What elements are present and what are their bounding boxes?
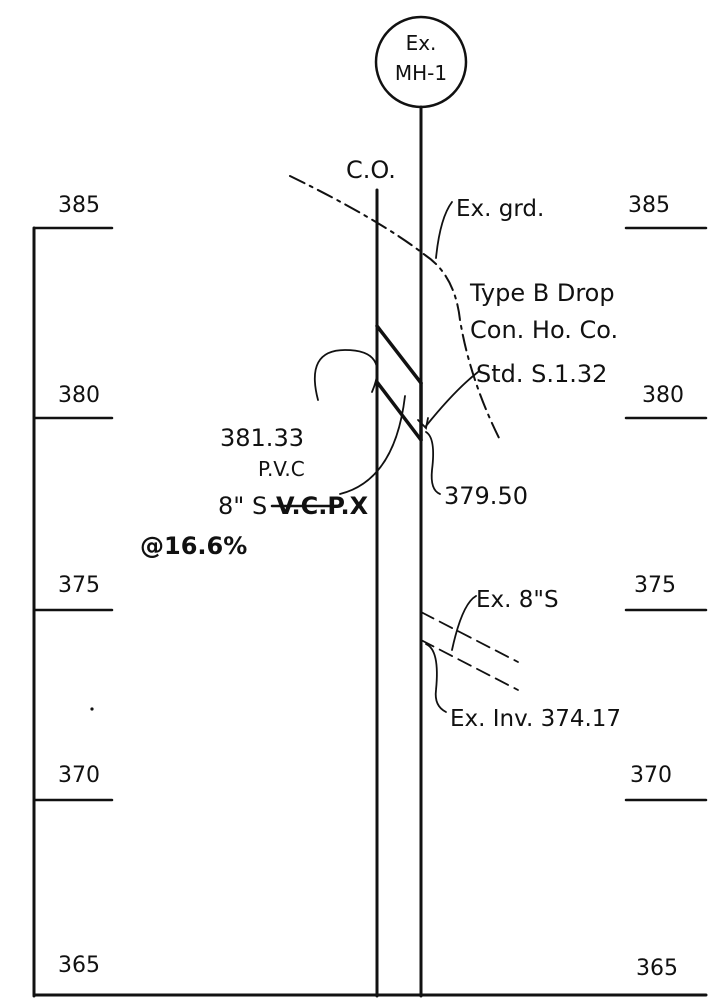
- drop-type-line1: Type B Drop: [469, 279, 615, 307]
- manhole-label-top: Ex.: [406, 31, 437, 55]
- existing-grade-leader: [435, 201, 453, 259]
- upper-invert-label: 381.33: [220, 424, 304, 452]
- cleanout-label: C.O.: [346, 156, 396, 184]
- pipe-callout-leader: [339, 395, 406, 495]
- right-elevation-scale: 385 380 375 370 365: [624, 193, 708, 981]
- existing-invert-leader: [425, 643, 447, 713]
- drop-pipe-top-wall: [375, 324, 423, 385]
- left-elev-370: 370: [58, 763, 100, 788]
- upper-invert-leader: [313, 349, 378, 401]
- pipe-material-label: P.V.C: [258, 457, 305, 481]
- left-elev-375: 375: [58, 573, 100, 598]
- drop-type-line2: Con. Ho. Co.: [470, 316, 618, 344]
- drop-pipe: [375, 324, 423, 442]
- existing-sewer-leader: [451, 595, 477, 651]
- pipe-size-label: 8" S: [218, 492, 267, 520]
- right-elev-375: 375: [634, 573, 676, 598]
- manhole-label-bottom: MH-1: [395, 61, 447, 85]
- drop-pipe-bottom-wall: [375, 380, 423, 442]
- right-elev-385: 385: [628, 193, 670, 218]
- right-elev-365: 365: [636, 956, 678, 981]
- stray-mark: [90, 707, 94, 711]
- existing-sewer-bottom: [420, 639, 519, 691]
- drop-type-arrowhead: [417, 417, 429, 430]
- left-elev-365: 365: [58, 953, 100, 978]
- existing-invert-label: Ex. Inv. 374.17: [450, 706, 621, 732]
- right-elev-380: 380: [642, 383, 684, 408]
- pipe-slope-label: @16.6%: [140, 532, 247, 560]
- lower-invert-label: 379.50: [444, 482, 528, 510]
- left-elev-385: 385: [58, 193, 100, 218]
- left-elevation-scale: 385 380 375 370 365: [32, 193, 114, 998]
- existing-sewer-top: [420, 611, 519, 663]
- left-elev-380: 380: [58, 383, 100, 408]
- existing-grade-line: [289, 175, 501, 441]
- existing-grade-label: Ex. grd.: [456, 196, 544, 222]
- lower-invert-leader: [425, 431, 441, 495]
- drop-type-leader: [425, 371, 479, 427]
- drop-type-line3: Std. S.1.32: [476, 360, 607, 388]
- right-elev-370: 370: [630, 763, 672, 788]
- existing-sewer-label: Ex. 8"S: [476, 587, 559, 613]
- manhole-symbol: Ex. MH-1: [374, 15, 468, 109]
